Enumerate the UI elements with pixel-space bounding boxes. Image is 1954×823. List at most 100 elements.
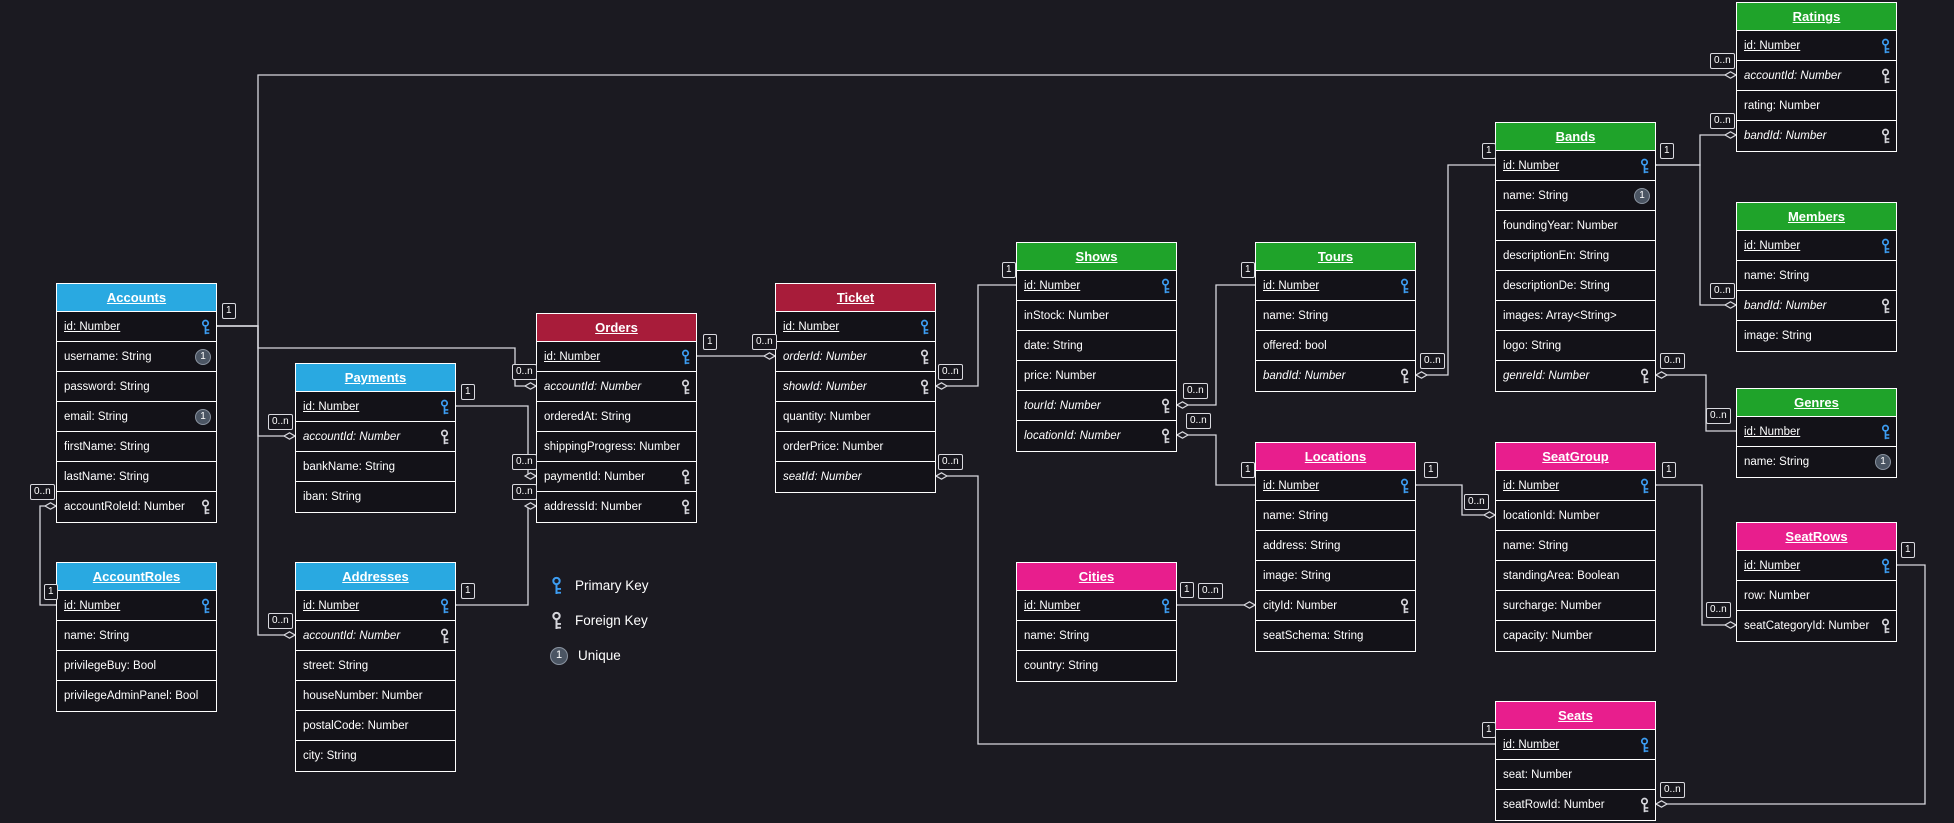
field-row-image[interactable]: image: String [1737, 321, 1896, 351]
field-row-address[interactable]: address: String [1256, 531, 1415, 561]
field-row-id[interactable]: id: Number [1256, 271, 1415, 301]
field-row-foundingyear[interactable]: foundingYear: Number [1496, 211, 1655, 241]
table-title-seatgroup[interactable]: SeatGroup [1496, 443, 1655, 471]
table-title-cities[interactable]: Cities [1017, 563, 1176, 591]
field-row-capacity[interactable]: capacity: Number [1496, 621, 1655, 651]
field-row-bankname[interactable]: bankName: String [296, 452, 455, 482]
field-row-city[interactable]: city: String [296, 741, 455, 771]
table-title-tours[interactable]: Tours [1256, 243, 1415, 271]
table-title-bands[interactable]: Bands [1496, 123, 1655, 151]
table-title-shows[interactable]: Shows [1017, 243, 1176, 271]
field-row-accountid[interactable]: accountId: Number [296, 422, 455, 452]
relationship-tours-bands[interactable] [1416, 165, 1495, 375]
field-row-logo[interactable]: logo: String [1496, 331, 1655, 361]
field-row-accountid[interactable]: accountId: Number [1737, 61, 1896, 91]
table-title-orders[interactable]: Orders [537, 314, 696, 342]
field-row-quantity[interactable]: quantity: Number [776, 402, 935, 432]
field-row-showid[interactable]: showId: Number [776, 372, 935, 402]
relationship-shows-tours[interactable] [1177, 285, 1255, 405]
field-row-id[interactable]: id: Number [1017, 271, 1176, 301]
relationship-ticket-shows[interactable] [936, 285, 1016, 386]
field-row-date[interactable]: date: String [1017, 331, 1176, 361]
relationship-bands-genres[interactable] [1656, 375, 1736, 431]
field-row-orderprice[interactable]: orderPrice: Number [776, 432, 935, 462]
field-row-cityid[interactable]: cityId: Number [1256, 591, 1415, 621]
field-row-paymentid[interactable]: paymentId: Number [537, 462, 696, 492]
field-row-row[interactable]: row: Number [1737, 581, 1896, 611]
field-row-name[interactable]: name: String [1256, 301, 1415, 331]
field-row-rating[interactable]: rating: Number [1737, 91, 1896, 121]
field-row-descriptionen[interactable]: descriptionEn: String [1496, 241, 1655, 271]
field-row-seat[interactable]: seat: Number [1496, 760, 1655, 790]
field-row-country[interactable]: country: String [1017, 651, 1176, 681]
field-row-name[interactable]: name: String [1017, 621, 1176, 651]
field-row-locationid[interactable]: locationId: Number [1017, 421, 1176, 451]
field-row-id[interactable]: id: Number [57, 312, 216, 342]
field-row-offered[interactable]: offered: bool [1256, 331, 1415, 361]
relationship-seatgroup-locations[interactable] [1416, 485, 1495, 515]
table-title-genres[interactable]: Genres [1737, 389, 1896, 417]
field-row-accountid[interactable]: accountId: Number [296, 621, 455, 651]
field-row-id[interactable]: id: Number [1496, 471, 1655, 501]
field-row-id[interactable]: id: Number [1496, 151, 1655, 181]
field-row-image[interactable]: image: String [1256, 561, 1415, 591]
field-row-standingarea[interactable]: standingArea: Boolean [1496, 561, 1655, 591]
field-row-id[interactable]: id: Number [296, 392, 455, 422]
field-row-tourid[interactable]: tourId: Number [1017, 391, 1176, 421]
field-row-id[interactable]: id: Number [776, 312, 935, 342]
field-row-id[interactable]: id: Number [1737, 417, 1896, 447]
field-row-password[interactable]: password: String [57, 372, 216, 402]
field-row-postalcode[interactable]: postalCode: Number [296, 711, 455, 741]
relationship-seats-seatrows[interactable] [1656, 565, 1926, 804]
field-row-locationid[interactable]: locationId: Number [1496, 501, 1655, 531]
field-row-bandid[interactable]: bandId: Number [1256, 361, 1415, 391]
field-row-id[interactable]: id: Number [537, 342, 696, 372]
table-title-ratings[interactable]: Ratings [1737, 3, 1896, 31]
table-title-addresses[interactable]: Addresses [296, 563, 455, 591]
table-title-seats[interactable]: Seats [1496, 702, 1655, 730]
table-title-accountroles[interactable]: AccountRoles [57, 563, 216, 591]
field-row-orderid[interactable]: orderId: Number [776, 342, 935, 372]
field-row-seatschema[interactable]: seatSchema: String [1256, 621, 1415, 651]
relationship-accounts-accountroles[interactable] [39, 506, 56, 605]
table-title-seatrows[interactable]: SeatRows [1737, 523, 1896, 551]
field-row-genreid[interactable]: genreId: Number [1496, 361, 1655, 391]
field-row-privilegeadminpanel[interactable]: privilegeAdminPanel: Bool [57, 681, 216, 711]
field-row-id[interactable]: id: Number [296, 591, 455, 621]
relationship-shows-locations[interactable] [1177, 435, 1255, 485]
relationship-orders-payments[interactable] [456, 406, 536, 476]
table-title-members[interactable]: Members [1737, 203, 1896, 231]
field-row-orderedat[interactable]: orderedAt: String [537, 402, 696, 432]
relationship-ratings-accounts[interactable] [217, 75, 1736, 326]
table-title-locations[interactable]: Locations [1256, 443, 1415, 471]
field-row-name[interactable]: name: String [57, 621, 216, 651]
field-row-id[interactable]: id: Number [1496, 730, 1655, 760]
field-row-bandid[interactable]: bandId: Number [1737, 291, 1896, 321]
table-title-ticket[interactable]: Ticket [776, 284, 935, 312]
relationship-ticket-seats[interactable] [936, 476, 1495, 744]
field-row-id[interactable]: id: Number [1256, 471, 1415, 501]
field-row-name[interactable]: name: String [1496, 531, 1655, 561]
field-row-instock[interactable]: inStock: Number [1017, 301, 1176, 331]
field-row-descriptionde[interactable]: descriptionDe: String [1496, 271, 1655, 301]
field-row-name[interactable]: name: String [1256, 501, 1415, 531]
field-row-accountroleid[interactable]: accountRoleId: Number [57, 492, 216, 522]
